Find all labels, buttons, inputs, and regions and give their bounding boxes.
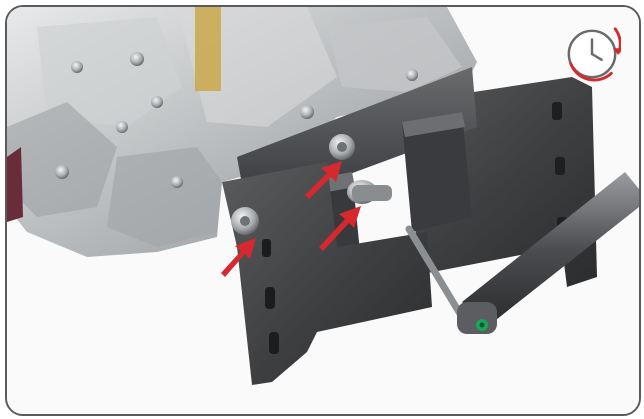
red-arrow-indicators [221,161,361,277]
transmission-housing [7,7,477,257]
clockwise-rotation-arrow-icon [569,27,621,82]
torque-wrench [405,172,639,334]
photo-frame [5,5,641,416]
red-arrow-middle [319,206,361,251]
fixture-front-plate [222,162,432,385]
red-arrow-lower [221,238,256,277]
photo-scene [7,7,639,414]
clock-icon [567,27,621,82]
fixture-bolts [231,134,392,235]
red-arrow-upper [305,161,342,199]
